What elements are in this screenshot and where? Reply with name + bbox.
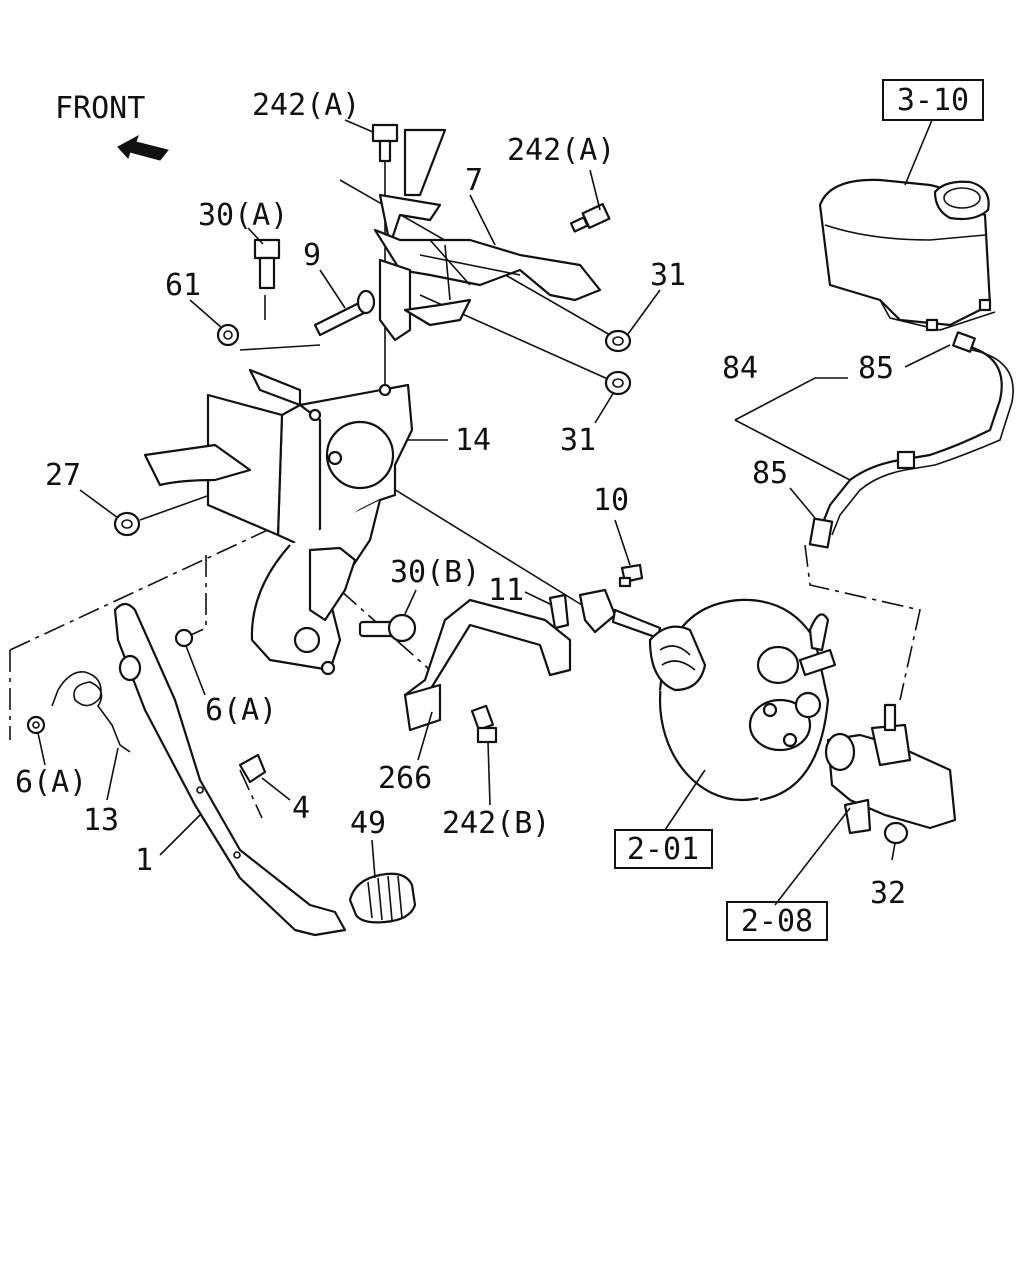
lead-13 bbox=[106, 747, 119, 801]
nut-27 bbox=[113, 511, 141, 537]
label-10: 10 bbox=[593, 483, 629, 518]
lead-31-top bbox=[627, 289, 661, 335]
label-7: 7 bbox=[465, 163, 483, 198]
bushing-6a-mid bbox=[174, 628, 194, 648]
lead-10 bbox=[614, 519, 631, 566]
lead-266 bbox=[417, 711, 433, 761]
ref-201-text: 2-01 bbox=[627, 832, 699, 867]
label-266: 266 bbox=[378, 761, 432, 796]
lead-30a bbox=[247, 227, 264, 245]
dash-4 bbox=[239, 769, 263, 819]
label-242a-top: 242(A) bbox=[252, 88, 360, 123]
bolt-242a-right bbox=[569, 203, 611, 233]
lead-242a-right bbox=[589, 169, 601, 211]
lead-208 bbox=[774, 807, 851, 906]
lead-9 bbox=[319, 269, 346, 309]
label-31-bottom: 31 bbox=[560, 423, 596, 458]
label-6a-left: 6(A) bbox=[15, 765, 87, 800]
label-1: 1 bbox=[135, 843, 153, 878]
spring-13 bbox=[51, 671, 131, 753]
label-11: 11 bbox=[488, 573, 524, 608]
label-30a: 30(A) bbox=[198, 198, 288, 233]
label-61: 61 bbox=[165, 268, 201, 303]
brake-booster bbox=[648, 598, 837, 802]
lead-11 bbox=[524, 591, 553, 606]
bolt-242b bbox=[470, 704, 498, 744]
ref-box-201: 2-01 bbox=[614, 829, 713, 869]
dash-30b bbox=[339, 589, 431, 671]
lead-4 bbox=[261, 777, 291, 801]
lead-310 bbox=[904, 119, 933, 186]
bracket-266 bbox=[403, 598, 572, 732]
lead-1 bbox=[159, 814, 201, 856]
nut-32 bbox=[883, 821, 909, 845]
label-4: 4 bbox=[292, 791, 310, 826]
label-6a-mid: 6(A) bbox=[205, 693, 277, 728]
brake-pedal bbox=[113, 602, 347, 937]
dash-left bbox=[9, 514, 301, 740]
nut-61 bbox=[216, 323, 240, 347]
nut-31-top bbox=[604, 329, 632, 353]
ref-box-208: 2-08 bbox=[726, 901, 828, 941]
label-242a-right: 242(A) bbox=[507, 133, 615, 168]
label-31-top: 31 bbox=[650, 258, 686, 293]
bolt-242a-top bbox=[371, 123, 399, 163]
label-85-top: 85 bbox=[858, 351, 894, 386]
label-242b: 242(B) bbox=[442, 806, 550, 841]
lead-49 bbox=[371, 839, 376, 879]
lead-242a-top bbox=[344, 119, 374, 133]
lead-32 bbox=[891, 842, 896, 861]
clip-4 bbox=[238, 753, 267, 784]
pedal-bracket bbox=[143, 368, 414, 676]
nut-31-bot bbox=[604, 370, 632, 396]
label-27: 27 bbox=[45, 458, 81, 493]
pin-30b bbox=[358, 613, 417, 643]
lead-85-top bbox=[904, 344, 951, 368]
bushing-6a-left bbox=[26, 715, 46, 735]
bolt-9 bbox=[313, 289, 376, 337]
lead-7 bbox=[469, 194, 496, 246]
label-13: 13 bbox=[83, 803, 119, 838]
hose bbox=[808, 331, 1014, 549]
pedal-pad-49 bbox=[348, 872, 417, 924]
lead-85-mid bbox=[789, 487, 816, 519]
ref-310-text: 3-10 bbox=[897, 83, 969, 118]
axis-61 bbox=[239, 344, 321, 351]
label-84: 84 bbox=[722, 351, 758, 386]
lead-85-branch bbox=[734, 377, 848, 421]
lead-27 bbox=[79, 489, 119, 519]
front-arrow-icon bbox=[117, 134, 169, 161]
lead-242b bbox=[487, 741, 491, 806]
label-30b: 30(B) bbox=[390, 555, 480, 590]
label-85-mid: 85 bbox=[752, 456, 788, 491]
master-cylinder bbox=[824, 703, 957, 835]
dash-hose bbox=[804, 544, 921, 701]
label-49: 49 bbox=[350, 806, 386, 841]
lead-30b bbox=[404, 589, 417, 615]
reservoir bbox=[818, 178, 996, 332]
lead-84 bbox=[734, 419, 851, 481]
ref-box-310: 3-10 bbox=[882, 79, 984, 121]
lead-201 bbox=[664, 769, 706, 831]
lead-61 bbox=[189, 299, 223, 329]
upper-bracket bbox=[373, 128, 602, 342]
lead-31-bot bbox=[594, 391, 615, 424]
label-32: 32 bbox=[870, 876, 906, 911]
label-14: 14 bbox=[455, 423, 491, 458]
lead-6a-left bbox=[37, 732, 46, 766]
label-9: 9 bbox=[303, 238, 321, 273]
ref-208-text: 2-08 bbox=[741, 904, 813, 939]
lead-6a-mid bbox=[185, 645, 206, 696]
switch-11 bbox=[548, 588, 662, 640]
bolt-30a bbox=[253, 238, 281, 290]
dash-6a bbox=[179, 555, 207, 641]
front-label: FRONT bbox=[55, 91, 145, 126]
clip-10 bbox=[618, 563, 644, 588]
